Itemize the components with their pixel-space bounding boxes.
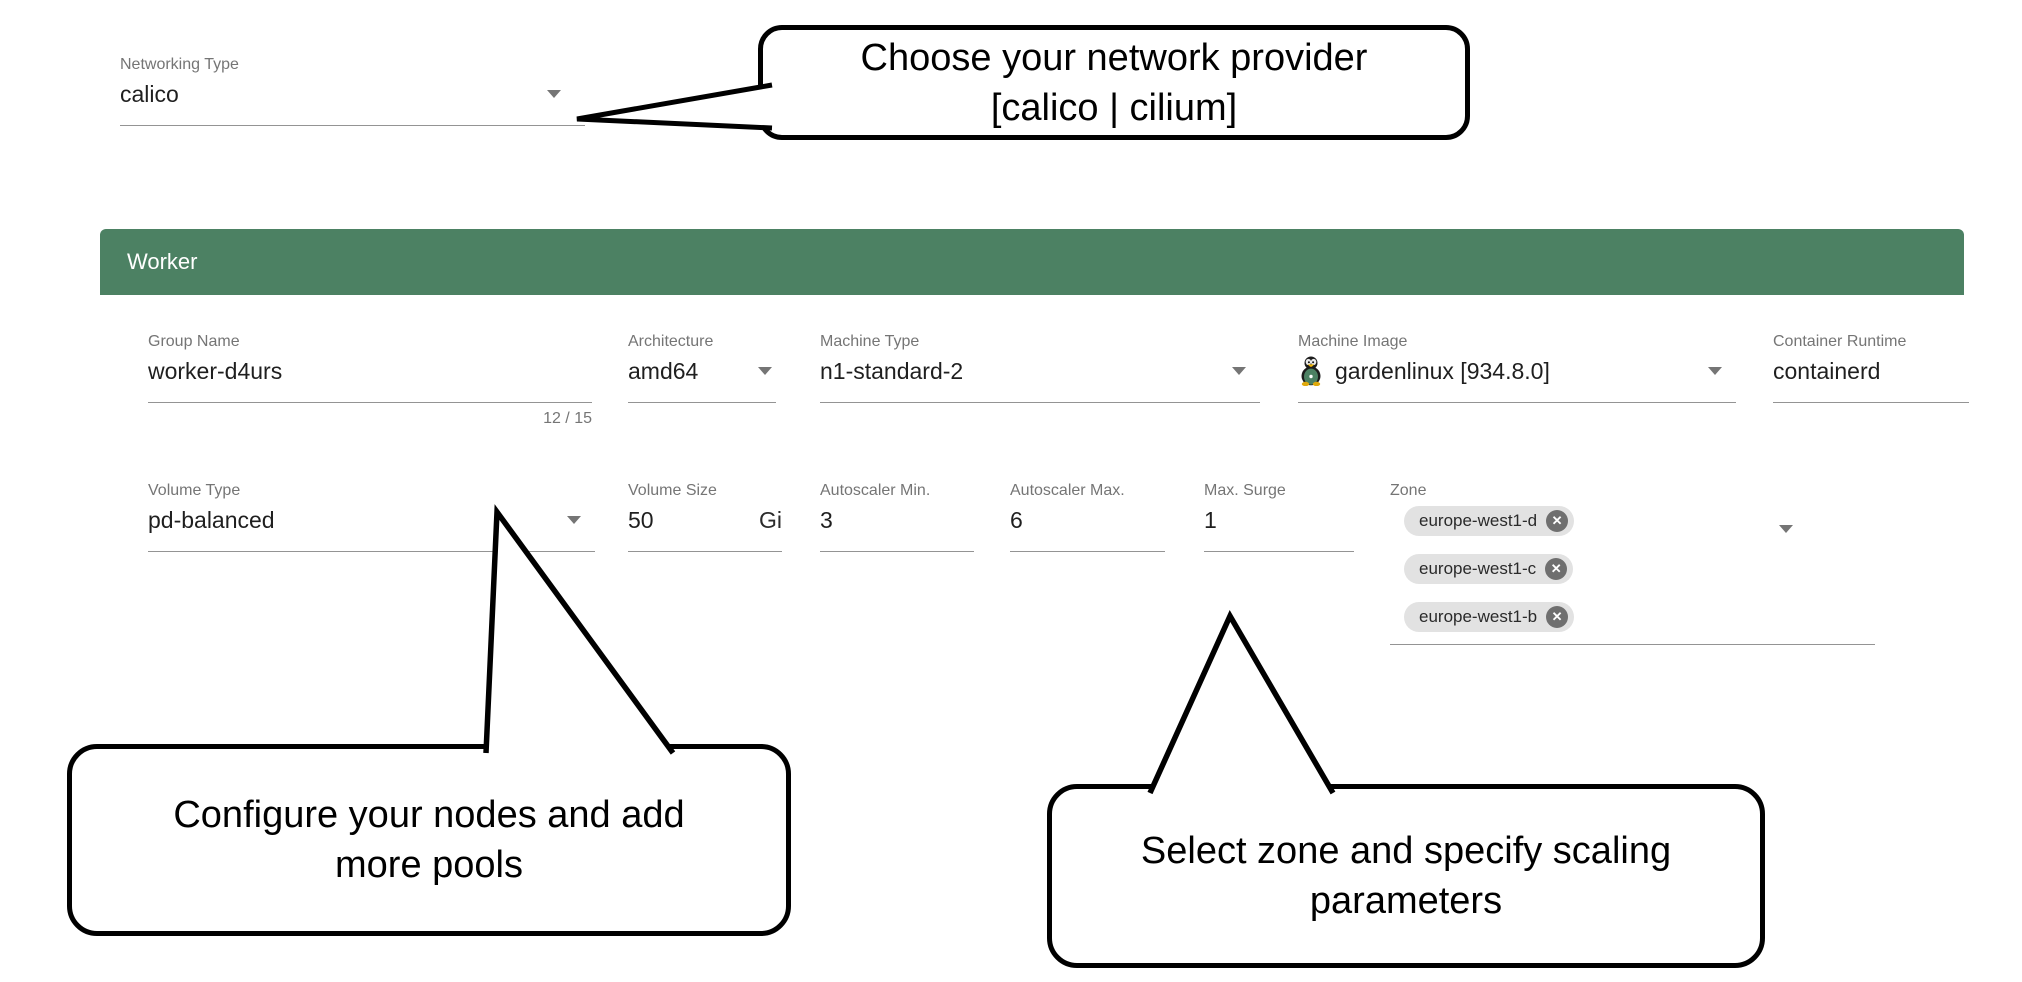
zone-chip[interactable]: europe-west1-d ✕ [1404,506,1575,536]
networking-type-value: calico [120,81,179,107]
machine-image-label: Machine Image [1298,333,1408,350]
max-surge-field: Max. Surge 1 [1204,481,1354,552]
container-runtime-input[interactable]: containerd [1773,354,1969,403]
worker-section-header: Worker [100,229,1964,295]
group-name-char-counter: 12 / 15 [543,410,592,427]
callout-zone-line1: Select zone and specify scaling [1140,830,1672,872]
zone-label: Zone [1390,482,1427,499]
zone-chip[interactable]: europe-west1-b ✕ [1404,602,1575,632]
dropdown-arrow-icon[interactable] [1779,525,1793,533]
machine-image-value: gardenlinux [934.8.0] [1335,358,1550,384]
group-name-input[interactable]: worker-d4urs [148,354,592,403]
autoscaler-max-value: 6 [1010,507,1023,533]
autoscaler-min-field: Autoscaler Min. 3 [820,481,974,552]
volume-size-input[interactable]: 50 Gi [628,503,782,552]
group-name-value: worker-d4urs [148,358,283,384]
volume-size-value: 50 [628,507,654,533]
volume-size-field: Volume Size 50 Gi [628,481,782,552]
architecture-label: Architecture [628,333,714,350]
networking-type-select[interactable]: calico [120,77,585,126]
dropdown-arrow-icon[interactable] [758,367,772,375]
dropdown-arrow-icon[interactable] [1232,367,1246,375]
callout-zone-line2: parameters [1309,880,1503,922]
volume-type-select[interactable]: pd-balanced [148,503,595,552]
volume-type-label: Volume Type [148,482,241,499]
chip-remove-icon[interactable]: ✕ [1546,510,1569,532]
container-runtime-field: Container Runtime containerd [1773,332,1969,403]
machine-image-select[interactable]: gardenlinux [934.8.0] [1298,354,1736,403]
autoscaler-min-input[interactable]: 3 [820,503,974,552]
zone-chip-list: europe-west1-d ✕ europe-west1-c ✕ europe… [1404,506,1875,632]
callout-nodes-line1: Configure your nodes and add [173,794,685,836]
callout-select-zone: Select zone and specify scaling paramete… [1047,784,1765,968]
callout-network-provider: Choose your network provider [calico | c… [758,25,1470,140]
dropdown-arrow-icon[interactable] [1708,367,1722,375]
autoscaler-min-label: Autoscaler Min. [820,482,931,499]
volume-size-unit: Gi [759,507,782,533]
volume-type-value: pd-balanced [148,507,275,533]
machine-type-label: Machine Type [820,333,920,350]
max-surge-label: Max. Surge [1204,482,1286,499]
dropdown-arrow-icon[interactable] [547,90,561,98]
architecture-field: Architecture amd64 [628,332,776,403]
autoscaler-min-value: 3 [820,507,833,533]
chip-remove-icon[interactable]: ✕ [1545,558,1568,580]
group-name-field: Group Name worker-d4urs 12 / 15 [148,332,592,428]
zone-chip-label: europe-west1-d [1419,511,1538,530]
machine-type-select[interactable]: n1-standard-2 [820,354,1260,403]
machine-type-value: n1-standard-2 [820,358,964,384]
autoscaler-max-input[interactable]: 6 [1010,503,1165,552]
callout-network-line2: [calico | cilium] [990,86,1238,129]
max-surge-value: 1 [1204,507,1217,533]
volume-size-label: Volume Size [628,482,717,499]
callout-network-line1: Choose your network provider [860,36,1368,79]
zone-chip-label: europe-west1-c [1419,559,1537,578]
autoscaler-max-label: Autoscaler Max. [1010,482,1125,499]
callout-nodes-line2: more pools [335,844,523,886]
networking-type-label: Networking Type [120,56,239,73]
gardenlinux-penguin-icon [1301,356,1321,386]
architecture-select[interactable]: amd64 [628,354,776,403]
worker-section-title: Worker [127,249,198,274]
architecture-value: amd64 [628,358,699,384]
max-surge-input[interactable]: 1 [1204,503,1354,552]
container-runtime-value: containerd [1773,358,1881,384]
zone-field: Zone europe-west1-d ✕ europe-west1-c ✕ e… [1390,481,1875,645]
volume-type-field: Volume Type pd-balanced [148,481,595,552]
zone-chip-label: europe-west1-b [1419,607,1538,626]
container-runtime-label: Container Runtime [1773,333,1907,350]
dropdown-arrow-icon[interactable] [567,516,581,524]
autoscaler-max-field: Autoscaler Max. 6 [1010,481,1165,552]
group-name-label: Group Name [148,333,240,350]
zone-chip[interactable]: europe-west1-c ✕ [1404,554,1574,584]
chip-remove-icon[interactable]: ✕ [1546,606,1569,628]
callout-configure-nodes: Configure your nodes and add more pools [67,744,791,936]
machine-type-field: Machine Type n1-standard-2 [820,332,1260,403]
machine-image-field: Machine Image gardenlinux [934.8.0] [1298,332,1736,403]
zone-underline [1390,644,1875,645]
networking-type-field: Networking Type calico [120,55,585,126]
